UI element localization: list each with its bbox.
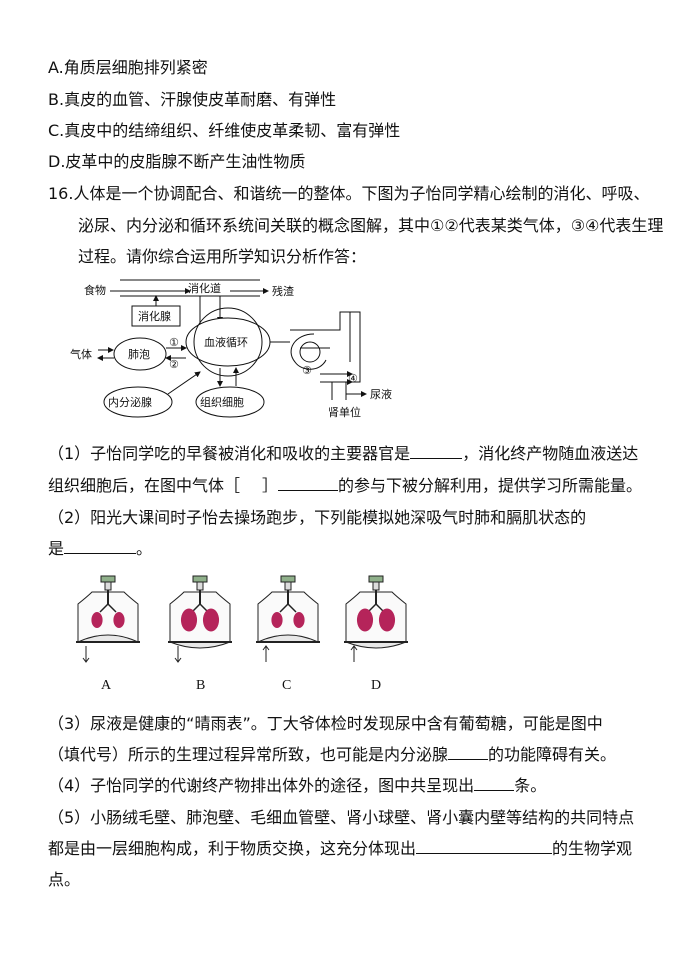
label-food: 食物 — [84, 283, 106, 297]
sub2-line1: （2）阳光大课间时子怡去操场跑步，下列能模拟她深吸气时肺和膈肌状态的 — [48, 508, 587, 527]
bell-jar-d — [344, 575, 408, 662]
bell-jar-a — [76, 575, 140, 663]
jar-label-c: C — [282, 678, 292, 693]
option-d: D.皮革中的皮脂腺不断产生油性物质 — [48, 152, 306, 171]
sub2-line2: 是。 — [48, 539, 153, 558]
concept-diagram: 食物 消化道 残渣 消化腺 气体 肺泡 血液循环 内分泌腺 组织细胞 尿液 肾单… — [70, 279, 392, 419]
label-n4: ④ — [348, 372, 358, 385]
label-endocrine-gland: 内分泌腺 — [108, 395, 152, 409]
answer-blank-model[interactable] — [64, 539, 137, 554]
bell-jar-b — [168, 575, 232, 663]
sub5-line3: 点。 — [48, 870, 81, 889]
label-gas: 气体 — [70, 347, 92, 361]
answer-blank-gland[interactable] — [448, 745, 489, 760]
option-a: A.角质层细胞排列紧密 — [48, 58, 208, 77]
jar-label-b: B — [196, 678, 206, 693]
option-b: B.真皮的血管、汗腺使皮革耐磨、有弹性 — [48, 90, 337, 109]
label-alveoli: 肺泡 — [128, 347, 150, 361]
sub5-line2: 都是由一层细胞构成，利于物质交换，这充分体现出的生物学观 — [48, 839, 633, 858]
bell-jar-models — [76, 575, 408, 663]
q16-line3: 过程。请你综合运用所学知识分析作答： — [78, 247, 367, 266]
bell-jar-c — [256, 575, 320, 662]
label-n3: ③ — [302, 364, 312, 377]
sub4-line1: （4）子怡同学的代谢终产物排出体外的途径，图中共呈现出条。 — [48, 776, 547, 795]
answer-blank-gas-name[interactable] — [278, 476, 339, 491]
q16-line2: 泌尿、内分泌和循环系统间关联的概念图解，其中①②代表某类气体，③④代表生理 — [78, 216, 664, 235]
answer-blank-viewpoint[interactable] — [416, 839, 553, 854]
label-nephron: 肾单位 — [328, 405, 361, 419]
label-n2: ② — [169, 358, 179, 371]
jar-label-d: D — [371, 678, 382, 693]
label-digestive-tract: 消化道 — [188, 281, 221, 295]
answer-blank-count[interactable] — [474, 776, 515, 791]
label-tissue-cells: 组织细胞 — [200, 395, 244, 409]
label-blood-circulation: 血液循环 — [204, 335, 248, 349]
sub3-line2: （填代号）所示的生理过程异常所致，也可能是内分泌腺的功能障碍有关。 — [48, 745, 617, 764]
sub1-line2: 组织细胞后，在图中气体［］的参与下被分解利用，提供学习所需能量。 — [48, 476, 643, 495]
label-digestive-gland: 消化腺 — [138, 309, 171, 323]
label-urine: 尿液 — [370, 387, 392, 401]
option-c: C.真皮中的结缔组织、纤维使皮革柔韧、富有弹性 — [48, 121, 401, 140]
label-n1: ① — [169, 336, 179, 349]
sub1-line1: （1）子怡同学吃的早餐被消化和吸收的主要器官是，消化终产物随血液送达 — [48, 444, 639, 463]
jar-label-a: A — [101, 678, 112, 693]
label-residue: 残渣 — [272, 284, 294, 298]
sub3-line1: （3）尿液是健康的“晴雨表”。丁大爷体检时发现尿中含有葡萄糖，可能是图中 — [48, 714, 603, 733]
answer-blank-organ[interactable] — [410, 444, 463, 459]
q16-line1: 16.人体是一个协调配合、和谐统一的整体。下图为子怡同学精心绘制的消化、呼吸、 — [48, 184, 650, 203]
sub5-line1: （5）小肠绒毛壁、肺泡壁、毛细血管壁、肾小球壁、肾小囊内壁等结构的共同特点 — [48, 808, 635, 827]
